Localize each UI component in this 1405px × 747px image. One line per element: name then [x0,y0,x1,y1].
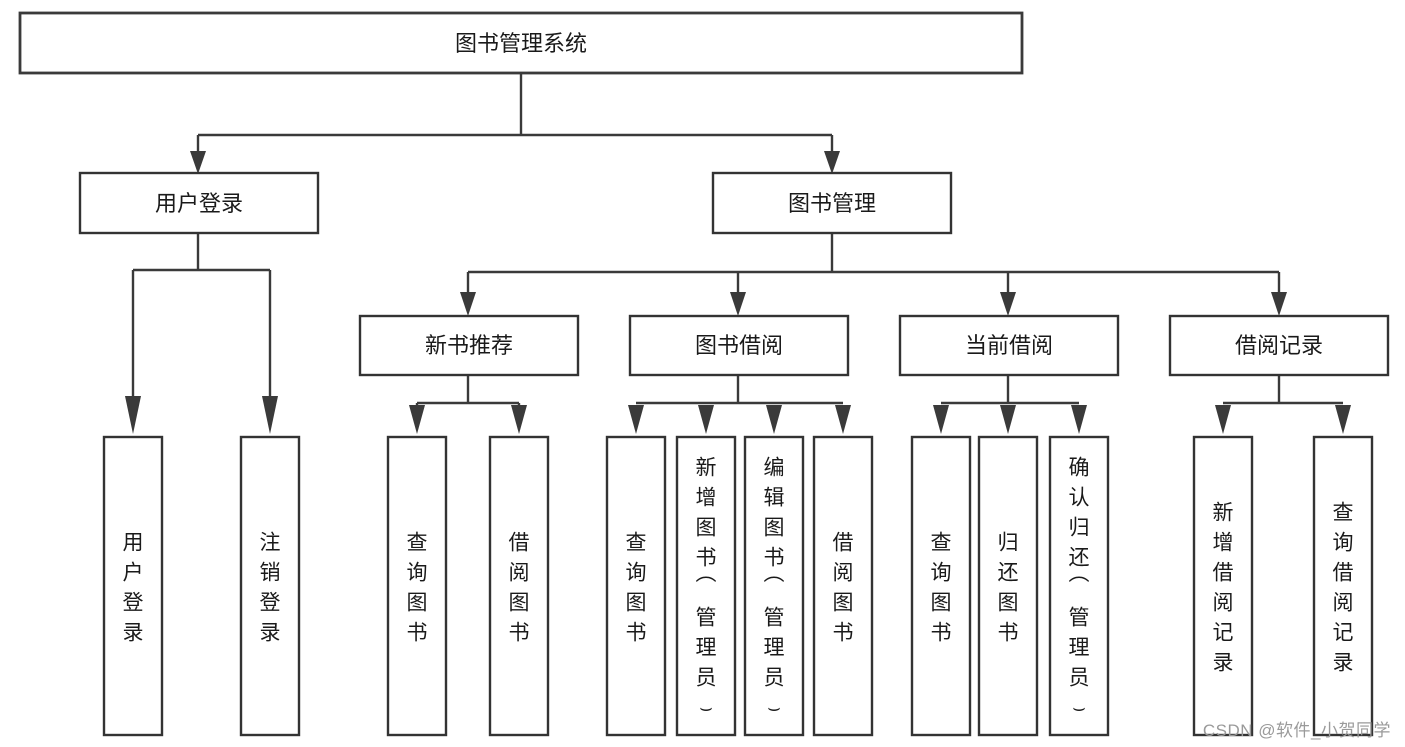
leaf-borrow-book-2-box[interactable] [812,435,874,737]
node-book-manage[interactable]: 图书管理 [711,171,953,235]
node-new-book-recommend-label: 新书推荐 [425,333,513,358]
arrow-leaf-query-book-1 [409,405,425,434]
node-borrow-record-label: 借阅记录 [1235,333,1323,358]
node-user-login-box[interactable] [78,171,320,235]
leaf-query-book-2-label: 查询图书 [626,531,647,644]
arrow-leaf-return-book [1000,405,1016,434]
arrow-leaf-logout-login [262,396,278,434]
leaf-query-record-box[interactable] [1312,435,1374,737]
leaf-logout-login-box[interactable] [239,435,301,737]
leaf-return-book-box[interactable] [977,435,1039,737]
leaf-user-login-label: 用户登录 [123,531,144,644]
leaf-query-record[interactable]: 查询借阅记录 [1312,435,1374,737]
leaf-query-book-2-box[interactable] [605,435,667,737]
arrow-leaf-confirm-return [1071,405,1087,434]
leaf-borrow-book-1-box[interactable] [488,435,550,737]
node-book-manage-box[interactable] [711,171,953,235]
arrow-new-book-recommend [460,292,476,316]
node-user-login[interactable]: 用户登录 [78,171,320,235]
leaf-borrow-book-1[interactable]: 借阅图书 [488,435,550,737]
leaf-query-book-1[interactable]: 查询图书 [386,435,448,737]
leaf-add-book[interactable]: 新增图书⌒管理员⌣ [675,435,737,737]
arrow-leaf-query-record [1335,405,1351,434]
leaf-return-book-label: 归还图书 [998,531,1019,644]
arrow-leaf-query-book-3 [933,405,949,434]
arrow-current-borrow [1000,292,1016,316]
node-root[interactable]: 图书管理系统 [18,11,1024,75]
leaf-confirm-return[interactable]: 确认归还⌒管理员⌣ [1048,435,1110,737]
leaf-add-record[interactable]: 新增借阅记录 [1192,435,1254,737]
leaf-add-book-box[interactable] [675,435,737,737]
arrow-leaf-borrow-book-1 [511,405,527,434]
arrow-to-user-login [190,151,206,174]
arrow-leaf-add-record [1215,405,1231,434]
node-current-borrow[interactable]: 当前借阅 [898,314,1120,377]
arrow-book-borrow [730,292,746,316]
arrow-leaf-user-login [125,396,141,434]
leaf-query-book-3-box[interactable] [910,435,972,737]
leaf-add-record-label: 新增借阅记录 [1213,501,1234,674]
leaf-user-login-box[interactable] [102,435,164,737]
arrow-leaf-add-book [698,405,714,434]
leaf-edit-book[interactable]: 编辑图书⌒管理员⌣ [743,435,805,737]
node-book-borrow-box[interactable] [628,314,850,377]
arrow-leaf-edit-book [766,405,782,434]
leaf-add-record-box[interactable] [1192,435,1254,737]
leaf-confirm-return-box[interactable] [1048,435,1110,737]
arrow-leaf-borrow-book-2 [835,405,851,434]
node-current-borrow-box[interactable] [898,314,1120,377]
node-borrow-record-box[interactable] [1168,314,1390,377]
leaf-return-book[interactable]: 归还图书 [977,435,1039,737]
node-new-book-recommend[interactable]: 新书推荐 [358,314,580,377]
node-book-borrow-label: 图书借阅 [695,333,783,358]
leaf-borrow-book-2[interactable]: 借阅图书 [812,435,874,737]
leaf-borrow-book-1-label: 借阅图书 [509,531,530,644]
leaf-query-record-label: 查询借阅记录 [1333,501,1354,674]
node-book-borrow[interactable]: 图书借阅 [628,314,850,377]
node-new-book-recommend-box[interactable] [358,314,580,377]
node-root-label: 图书管理系统 [455,31,587,56]
leaf-edit-book-box[interactable] [743,435,805,737]
leaf-confirm-return-label: 确认归还⌒管理员⌣ [1069,456,1090,719]
leaf-edit-book-label: 编辑图书⌒管理员⌣ [764,456,785,719]
leaf-query-book-3[interactable]: 查询图书 [910,435,972,737]
arrow-leaf-query-book-2 [628,405,644,434]
node-user-login-label: 用户登录 [155,191,243,216]
leaf-user-login[interactable]: 用户登录 [102,435,164,737]
node-borrow-record[interactable]: 借阅记录 [1168,314,1390,377]
leaf-query-book-3-label: 查询图书 [931,531,952,644]
leaf-query-book-2[interactable]: 查询图书 [605,435,667,737]
edge-group [125,73,1351,434]
leaf-query-book-1-box[interactable] [386,435,448,737]
arrow-borrow-record [1271,292,1287,316]
leaf-query-book-1-label: 查询图书 [407,531,428,644]
node-book-manage-label: 图书管理 [788,191,876,216]
leaf-borrow-book-2-label: 借阅图书 [833,531,854,644]
leaf-logout-login-label: 注销登录 [260,531,281,644]
leaf-logout-login[interactable]: 注销登录 [239,435,301,737]
arrow-to-book-manage [824,151,840,174]
node-current-borrow-label: 当前借阅 [965,333,1053,358]
leaf-add-book-label: 新增图书⌒管理员⌣ [696,456,717,719]
node-root-box[interactable] [18,11,1024,75]
